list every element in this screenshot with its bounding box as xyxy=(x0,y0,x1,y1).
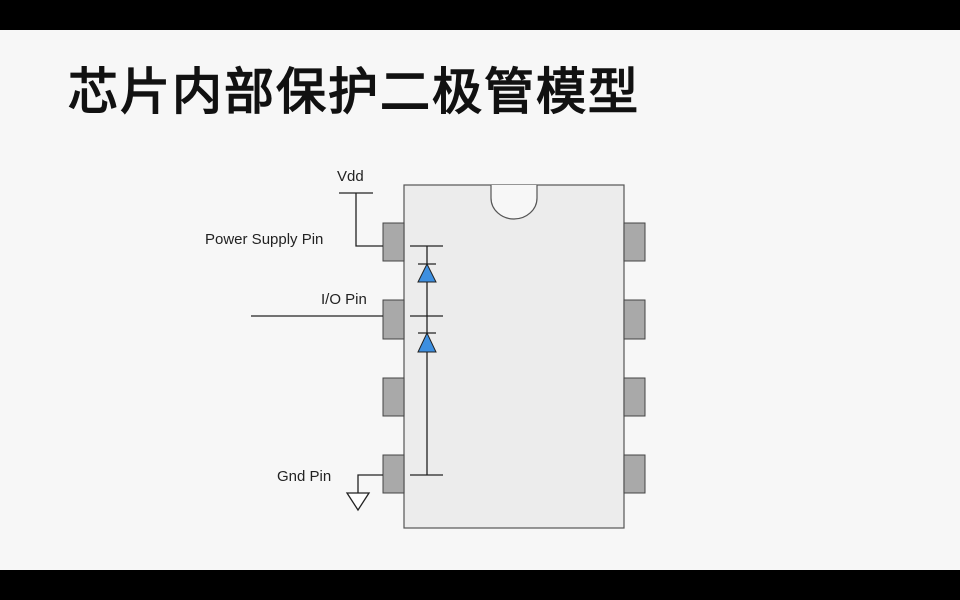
ground-icon xyxy=(345,474,383,512)
label-io-pin: I/O Pin xyxy=(321,291,367,308)
pin-6 xyxy=(623,377,646,417)
pin-io xyxy=(382,299,405,340)
slide-title: 芯片内部保护二极管模型 xyxy=(68,63,640,121)
chip-notch xyxy=(490,185,538,220)
diode-lower-icon xyxy=(417,331,437,353)
label-gnd-pin: Gnd Pin xyxy=(277,468,331,485)
label-power-supply-pin: Power Supply Pin xyxy=(205,231,323,248)
pin-3 xyxy=(382,377,405,417)
diode-upper-icon xyxy=(417,262,437,283)
pin-5 xyxy=(623,454,646,494)
pin-power xyxy=(382,222,405,262)
pin-gnd xyxy=(382,454,405,494)
internal-rails xyxy=(410,245,443,476)
label-vdd: Vdd xyxy=(337,168,364,185)
pin-7 xyxy=(623,299,646,340)
pin-8 xyxy=(623,222,646,262)
chip-body xyxy=(403,184,625,529)
vdd-wire xyxy=(339,192,383,247)
